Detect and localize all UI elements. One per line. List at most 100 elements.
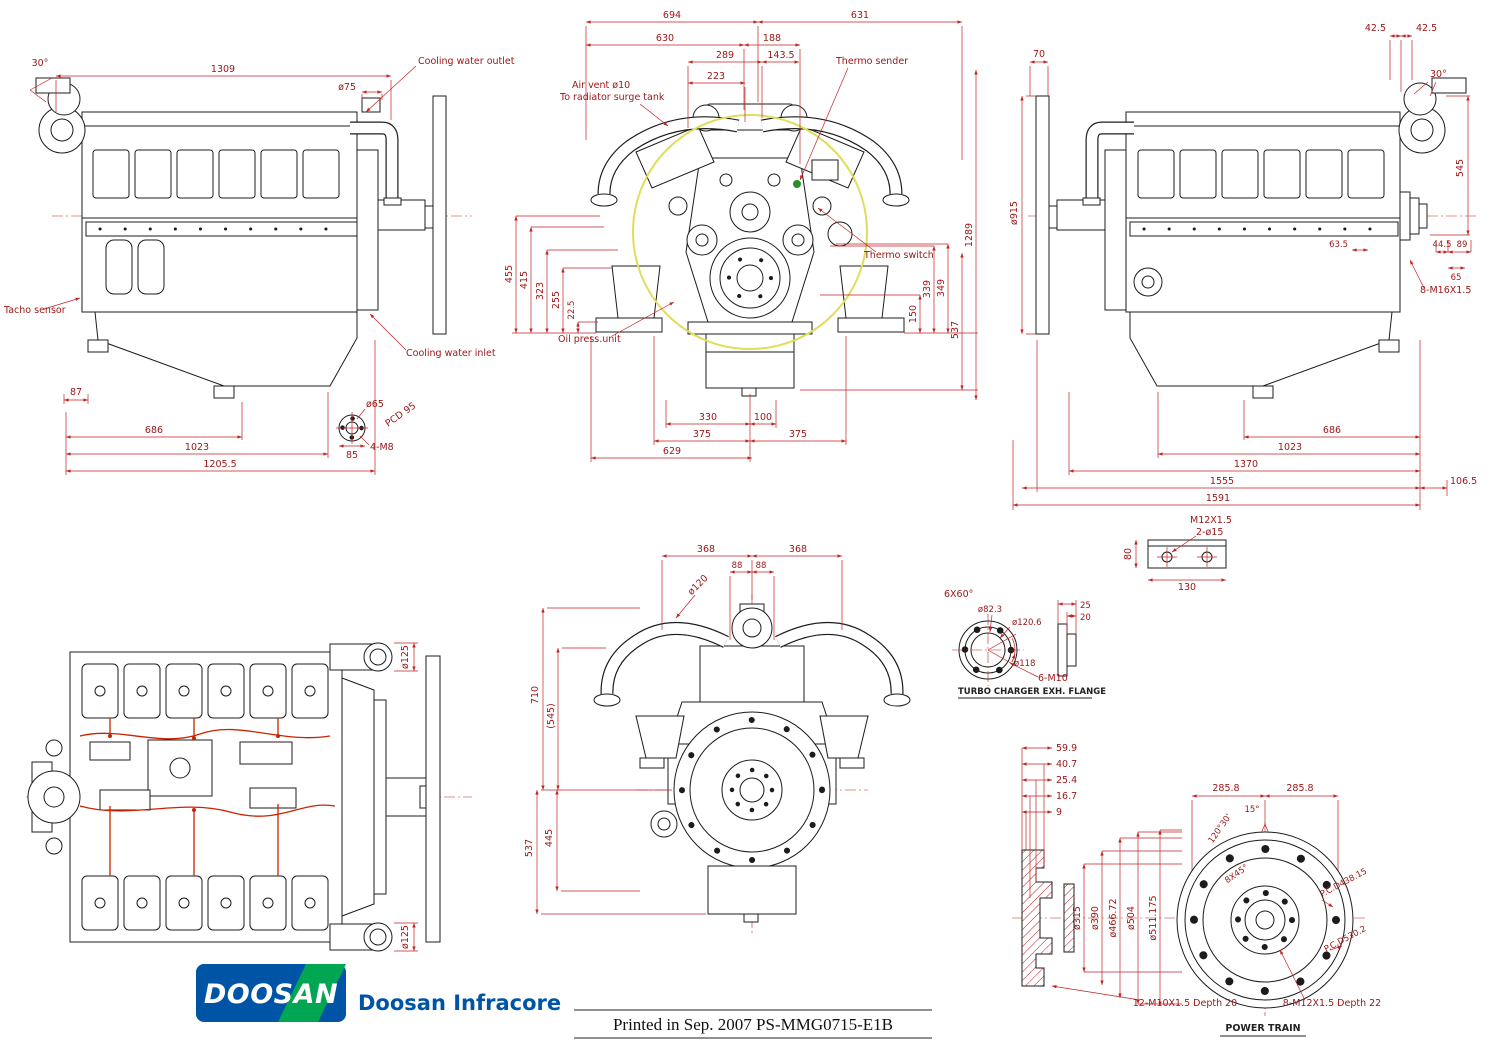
dim-label: 20 xyxy=(1080,613,1091,623)
dim-label: 545 xyxy=(1455,159,1466,177)
dim-label: 1370 xyxy=(1234,459,1258,470)
dim-label: 9 xyxy=(1056,807,1062,818)
dim-label: (545) xyxy=(546,703,557,729)
dim-label: 4-M8 xyxy=(370,442,394,453)
dim-label: ø315 xyxy=(1072,906,1083,930)
dim-label: 629 xyxy=(663,446,681,457)
dim-label: 100 xyxy=(754,412,772,423)
dim-label: 349 xyxy=(936,279,947,297)
dim-label: 6X60° xyxy=(944,589,973,600)
dim-label: 694 xyxy=(663,10,681,21)
detail-title: TURBO CHARGER EXH. FLANGE xyxy=(958,687,1106,697)
callout-label: To radiator surge tank xyxy=(559,92,665,103)
dim-label: ø915 xyxy=(1009,201,1020,225)
dim-label: PCD 95 xyxy=(383,400,418,429)
dim-label: ø75 xyxy=(338,82,356,93)
callout-label: Thermo switch xyxy=(863,250,934,261)
power-train-detail: 59.9 40.7 25.4 16.7 9 285.8 285.8 15° 12… xyxy=(1012,743,1381,1037)
dim-label: 1023 xyxy=(1278,442,1302,453)
dim-label: 1555 xyxy=(1210,476,1234,487)
dim-label: ø118 xyxy=(1014,659,1035,669)
dim-label: ø511.175 xyxy=(1148,895,1159,940)
dim-label: 150 xyxy=(908,305,919,323)
dim-label: 6-M10 xyxy=(1038,673,1068,684)
dim-label: 25.4 xyxy=(1056,775,1077,786)
dim-label: 42.5 xyxy=(1416,23,1437,34)
dim-label: 686 xyxy=(145,425,163,436)
dim-label: 686 xyxy=(1323,425,1341,436)
dim-label: 455 xyxy=(504,265,515,283)
dim-label: 285.8 xyxy=(1286,783,1313,794)
dim-label: 89 xyxy=(1457,240,1468,250)
dim-label: 285.8 xyxy=(1212,783,1239,794)
callout-label: Cooling water outlet xyxy=(418,56,515,67)
dim-label: 15° xyxy=(1244,805,1259,815)
thermo-sender-mark xyxy=(793,180,801,188)
dim-label: 188 xyxy=(763,33,781,44)
callout-label: 12-M10X1.5 Depth 20 xyxy=(1133,998,1237,1009)
dim-label: 1309 xyxy=(211,64,235,75)
dim-label: M12X1.5 xyxy=(1190,515,1232,526)
dim-label: ø390 xyxy=(1090,906,1101,930)
dim-label: 289 xyxy=(716,50,734,61)
doosan-logo: DOOSAN xyxy=(196,964,346,1022)
callout-label: Air vent ø10 xyxy=(572,80,630,91)
callout-label: Tacho sensor xyxy=(3,305,66,316)
callout-label: Oil press.unit xyxy=(558,334,621,345)
dim-label: 80 xyxy=(1123,548,1134,560)
fan-sweep-circle xyxy=(632,114,868,350)
dim-label: 630 xyxy=(656,33,674,44)
dim-label: 1289 xyxy=(964,223,975,247)
dim-label: 40.7 xyxy=(1056,759,1077,770)
callout-label: Thermo sender xyxy=(835,56,908,67)
dim-label: 368 xyxy=(789,544,807,555)
right-side-view: 70 42.5 42.5 30° ø915 545 63.5 44.5 89 6… xyxy=(1009,23,1478,593)
dim-label: 631 xyxy=(851,10,869,21)
dim-label: 339 xyxy=(922,280,933,298)
dim-label: 88 xyxy=(732,561,743,571)
dim-label: 59.9 xyxy=(1056,743,1077,754)
dim-label: 375 xyxy=(693,429,711,440)
dim-label: 85 xyxy=(346,450,358,461)
dim-label: 415 xyxy=(519,271,530,289)
brand-wordmark: Doosan Infracore xyxy=(358,991,561,1015)
dim-label: 130 xyxy=(1178,582,1196,593)
dim-label: 537 xyxy=(950,321,961,339)
dim-label: 25 xyxy=(1080,601,1091,611)
logo-text: DOOSAN xyxy=(204,979,338,1010)
detail-title: POWER TRAIN xyxy=(1225,1023,1300,1034)
callout-label: Cooling water inlet xyxy=(406,348,496,359)
callout-label: 8-M12X1.5 Depth 22 xyxy=(1283,998,1381,1009)
dim-label: 70 xyxy=(1033,49,1045,60)
dim-label: ø120 xyxy=(686,573,711,598)
dim-label: 44.5 xyxy=(1433,240,1452,250)
print-info: Printed in Sep. 2007 PS-MMG0715-E1B xyxy=(613,1015,893,1034)
dim-label: 255 xyxy=(551,291,562,309)
turbo-flange-detail: 6X60° ø82.3 ø120.6 ø118 25 20 6-M10 TURB… xyxy=(944,589,1106,699)
callout-label: 8-M16X1.5 xyxy=(1420,285,1471,296)
dim-label: ø82.3 xyxy=(978,605,1002,615)
dim-label: 106.5 xyxy=(1450,476,1477,487)
front-view: 694 631 630 188 289 143.5 223 455 415 32… xyxy=(504,10,978,462)
dim-label: 1023 xyxy=(185,442,209,453)
dim-label: 63.5 xyxy=(1329,240,1348,250)
dim-label: ø125 xyxy=(400,925,411,949)
dim-label: 2-ø15 xyxy=(1196,527,1223,538)
dim-label: 223 xyxy=(707,71,725,82)
dim-label: ø125 xyxy=(400,645,411,669)
dim-label: 88 xyxy=(756,561,767,571)
dim-label: 22.5 xyxy=(567,301,577,320)
dim-label: 87 xyxy=(70,387,82,398)
dim-label: 375 xyxy=(789,429,807,440)
footer: DOOSAN Doosan Infracore Printed in Sep. … xyxy=(196,964,932,1039)
left-side-view: 30° 1309 Cooling water outlet ø75 Tacho … xyxy=(3,56,515,475)
dim-label: ø466.72 xyxy=(1108,898,1119,937)
dim-label: 42.5 xyxy=(1365,23,1386,34)
dim-label: 445 xyxy=(544,829,555,847)
dim-label: 323 xyxy=(535,282,546,300)
dim-label: 1205.5 xyxy=(203,459,236,470)
logo-green-accent xyxy=(278,964,346,1022)
dim-label: 143.5 xyxy=(767,50,794,61)
top-view: ø125 ø125 xyxy=(26,642,472,952)
